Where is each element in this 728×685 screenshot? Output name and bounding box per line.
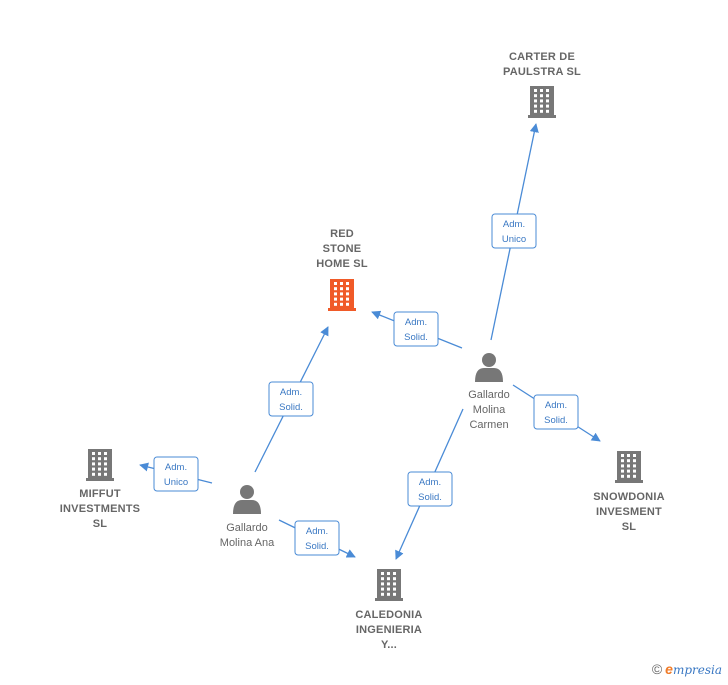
node-label: Carmen <box>469 419 508 431</box>
building-icon <box>528 86 556 118</box>
brand-logo-e: e <box>665 661 673 677</box>
node-red-stone[interactable]: RED STONE HOME SL <box>316 228 368 311</box>
edge-label-frame <box>153 456 199 492</box>
node-label: HOME SL <box>316 258 368 270</box>
edge-label-box[interactable]: Adm. Solid. <box>294 520 340 556</box>
node-label: SL <box>622 521 637 533</box>
edge-carmen-to-red-stone: Adm. Solid. <box>371 310 463 349</box>
node-label: INVESTMENTS <box>60 503 140 515</box>
node-label: RED <box>330 228 354 240</box>
node-label: STONE <box>323 243 362 255</box>
edge-label-box[interactable]: Adm. Solid. <box>393 311 439 347</box>
edge-label-frame <box>407 471 453 507</box>
node-label: INGENIERIA <box>356 624 422 636</box>
nodes-layer: RED STONE HOME SL CARTER DE PAULSTRA SL MIFFU… <box>60 51 665 651</box>
edge-label-frame <box>294 520 340 556</box>
node-label: CARTER DE <box>509 51 575 63</box>
edge-label-text: Adm. <box>306 526 328 537</box>
building-icon <box>375 569 403 601</box>
node-label: CALEDONIA <box>355 609 422 621</box>
edge-label-frame <box>268 381 314 417</box>
footer-brand: ©empresia <box>652 661 722 677</box>
node-label: Gallardo <box>468 389 510 401</box>
edge-label-text: Solid. <box>418 492 442 503</box>
brand-logo-text: mpresia <box>672 663 722 677</box>
edge-ana-to-red-stone: Adm. Solid. <box>254 326 329 473</box>
edge-label-text: Adm. <box>280 387 302 398</box>
building-icon <box>615 451 643 483</box>
copyright-symbol: © <box>651 661 663 677</box>
edge-label-text: Solid. <box>305 541 329 552</box>
edge-carmen-to-carter: Adm. Unico <box>490 123 539 341</box>
edge-label-box[interactable]: Adm. Solid. <box>533 394 579 430</box>
node-label: Y... <box>381 639 397 651</box>
node-snowdonia[interactable]: SNOWDONIA INVESMENT SL <box>593 451 665 533</box>
edge-carmen-to-snowdonia: Adm. Solid. <box>512 384 601 442</box>
edge-label-text: Solid. <box>404 332 428 343</box>
edges-layer: Adm.UnicoAdm.Solid.Adm.Solid.Adm.Solid.A… <box>139 123 601 560</box>
node-label: MIFFUT <box>79 488 121 500</box>
edge-label-box[interactable]: Adm. Unico <box>153 456 199 492</box>
edge-label-frame <box>393 311 439 347</box>
node-label: Molina <box>473 404 506 416</box>
building-icon <box>328 279 356 311</box>
edge-label-text: Unico <box>164 477 188 488</box>
node-label: Gallardo <box>226 522 268 534</box>
edge-carmen-to-caledonia: Adm. Solid. <box>395 408 464 560</box>
node-carter[interactable]: CARTER DE PAULSTRA SL <box>503 51 581 118</box>
node-label: SL <box>93 518 108 530</box>
node-miffut[interactable]: MIFFUT INVESTMENTS SL <box>60 449 140 530</box>
edge-label-text: Adm. <box>165 462 187 473</box>
person-icon <box>475 353 503 382</box>
edge-label-text: Unico <box>502 234 526 245</box>
edge-label-text: Adm. <box>405 317 427 328</box>
edge-label-text: Adm. <box>419 477 441 488</box>
edge-label-text: Solid. <box>544 415 568 426</box>
edge-label-box[interactable]: Adm. Unico <box>491 213 537 249</box>
edge-label-text: Adm. <box>503 219 525 230</box>
node-label: Molina Ana <box>220 537 275 549</box>
person-icon <box>233 485 261 514</box>
edge-label-box[interactable]: Adm. Solid. <box>268 381 314 417</box>
node-label: PAULSTRA SL <box>503 66 581 78</box>
node-label: INVESMENT <box>596 506 662 518</box>
edge-ana-to-caledonia: Adm. Solid. <box>278 519 356 558</box>
node-label: SNOWDONIA <box>593 491 664 503</box>
edge-ana-to-miffut: Adm. Unico <box>139 456 213 492</box>
node-caledonia[interactable]: CALEDONIA INGENIERIA Y... <box>355 569 422 651</box>
edge-label-frame <box>491 213 537 249</box>
edge-label-text: Solid. <box>279 402 303 413</box>
edge-label-box[interactable]: Adm. Solid. <box>407 471 453 507</box>
building-icon <box>86 449 114 481</box>
edge-label-frame <box>533 394 579 430</box>
edge-label-text: Adm. <box>545 400 567 411</box>
